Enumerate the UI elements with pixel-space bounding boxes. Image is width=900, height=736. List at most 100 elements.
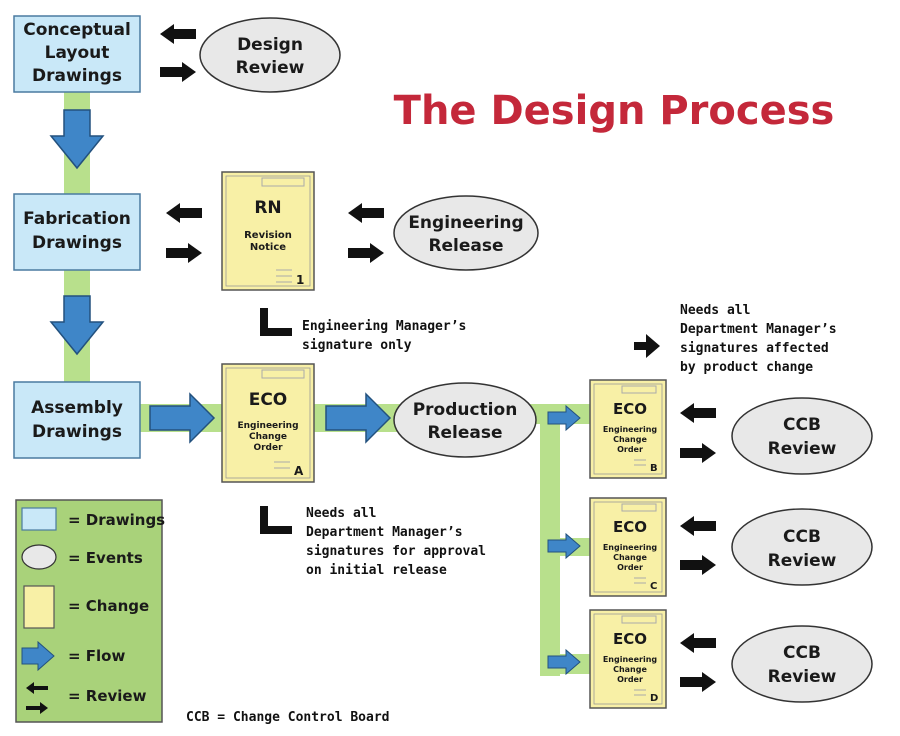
note-line: Needs all bbox=[680, 303, 750, 318]
event-label: Review bbox=[768, 439, 837, 459]
note-line: Needs all bbox=[306, 506, 376, 521]
review-arrow-left-icon bbox=[160, 24, 196, 44]
doc-tag: D bbox=[650, 693, 658, 704]
doc-tag: B bbox=[650, 463, 658, 474]
drawing-label: Drawings bbox=[32, 422, 122, 442]
doc-subtitle: Order bbox=[617, 445, 643, 454]
legend: = Drawings = Events = Change = Flow = Re… bbox=[15, 499, 165, 723]
legend-change-swatch bbox=[23, 585, 55, 629]
note-line: Engineering Manager’s bbox=[302, 319, 466, 334]
note-line: on initial release bbox=[306, 563, 447, 578]
note-line: signature only bbox=[302, 338, 412, 353]
drawing-label: Conceptual bbox=[23, 20, 131, 40]
review-arrow-right-icon bbox=[680, 672, 716, 692]
bend-arrow-icon bbox=[260, 308, 292, 336]
note-line: Department Manager’s bbox=[306, 525, 463, 540]
doc-title: ECO bbox=[613, 400, 647, 418]
note-line: signatures affected bbox=[680, 341, 829, 356]
drawing-label: Fabrication bbox=[23, 209, 131, 229]
drawing-label: Drawings bbox=[32, 66, 122, 86]
doc-tag: C bbox=[650, 581, 657, 592]
doc-title: RN bbox=[254, 198, 281, 218]
doc-subtitle: Order bbox=[617, 675, 643, 684]
legend-label: = Change bbox=[68, 597, 149, 615]
doc-subtitle: Order bbox=[617, 563, 643, 572]
flow-down-arrow-icon bbox=[50, 109, 104, 169]
legend-review-right-icon bbox=[26, 702, 48, 714]
event-label: CCB bbox=[783, 527, 821, 547]
doc-subtitle: Change bbox=[613, 665, 647, 674]
flow-right-arrow-icon bbox=[149, 393, 215, 443]
doc-subtitle: Engineering bbox=[603, 425, 658, 434]
event-ccb-review-c: CCB Review bbox=[731, 508, 873, 586]
review-arrow-right-icon bbox=[680, 443, 716, 463]
note-line: Department Manager’s bbox=[680, 322, 837, 337]
footnote: CCB = Change Control Board bbox=[186, 710, 390, 725]
event-label: Review bbox=[768, 667, 837, 687]
legend-review-left-icon bbox=[26, 682, 48, 694]
legend-label: = Review bbox=[68, 687, 147, 705]
bend-up-arrow-icon bbox=[626, 334, 660, 366]
note-line: by product change bbox=[680, 360, 813, 375]
doc-subtitle: Revision bbox=[244, 230, 292, 241]
legend-flow-icon bbox=[21, 640, 55, 672]
doc-title: ECO bbox=[613, 518, 647, 536]
event-label: CCB bbox=[783, 415, 821, 435]
drawing-fabrication: Fabrication Drawings bbox=[13, 193, 141, 271]
review-arrow-right-icon bbox=[166, 243, 202, 263]
review-arrow-left-icon bbox=[680, 633, 716, 653]
bend-arrow-icon bbox=[260, 506, 292, 534]
event-label: Engineering bbox=[408, 213, 523, 233]
event-label: Release bbox=[428, 236, 503, 256]
doc-eco-a: ECO Engineering Change Order A bbox=[221, 363, 315, 483]
event-label: Review bbox=[768, 551, 837, 571]
page-title: The Design Process bbox=[394, 88, 835, 134]
review-arrow-left-icon bbox=[680, 516, 716, 536]
doc-subtitle: Engineering bbox=[603, 655, 658, 664]
legend-drawing-swatch bbox=[21, 507, 57, 531]
legend-event-swatch bbox=[21, 544, 57, 570]
doc-subtitle: Engineering bbox=[237, 421, 298, 431]
legend-label: = Flow bbox=[68, 647, 125, 665]
flow-right-arrow-icon bbox=[325, 393, 391, 443]
drawing-assembly: Assembly Drawings bbox=[13, 381, 141, 459]
doc-subtitle: Engineering bbox=[603, 543, 658, 552]
drawing-label: Assembly bbox=[31, 398, 123, 418]
event-label: Production bbox=[413, 400, 518, 420]
review-arrow-right-icon bbox=[160, 62, 196, 82]
doc-title: ECO bbox=[249, 390, 288, 410]
doc-subtitle: Order bbox=[253, 443, 283, 453]
event-production-release: Production Release bbox=[393, 382, 537, 458]
drawing-conceptual-layout: Conceptual Layout Drawings bbox=[13, 15, 141, 93]
review-arrow-left-icon bbox=[348, 203, 384, 223]
event-label: Design bbox=[237, 35, 303, 55]
doc-subtitle: Notice bbox=[250, 242, 286, 253]
legend-label: = Events bbox=[68, 549, 143, 567]
event-label: CCB bbox=[783, 643, 821, 663]
doc-eco-b: ECO Engineering Change Order B bbox=[589, 379, 667, 479]
doc-eco-c: ECO Engineering Change Order C bbox=[589, 497, 667, 597]
legend-label: = Drawings bbox=[68, 511, 165, 529]
review-arrow-right-icon bbox=[348, 243, 384, 263]
doc-tag: 1 bbox=[296, 273, 304, 287]
doc-eco-d: ECO Engineering Change Order D bbox=[589, 609, 667, 709]
drawing-label: Drawings bbox=[32, 233, 122, 253]
doc-revision-notice: RN Revision Notice 1 bbox=[221, 171, 315, 291]
event-ccb-review-d: CCB Review bbox=[731, 625, 873, 703]
doc-subtitle: Change bbox=[613, 435, 647, 444]
event-label: Review bbox=[236, 58, 305, 78]
review-arrow-left-icon bbox=[680, 403, 716, 423]
doc-subtitle: Change bbox=[613, 553, 647, 562]
note-line: signatures for approval bbox=[306, 544, 486, 559]
drawing-label: Layout bbox=[45, 43, 110, 63]
doc-tag: A bbox=[294, 464, 304, 478]
event-ccb-review-b: CCB Review bbox=[731, 397, 873, 475]
review-arrow-left-icon bbox=[166, 203, 202, 223]
doc-title: ECO bbox=[613, 630, 647, 648]
event-engineering-release: Engineering Release bbox=[393, 195, 539, 271]
event-label: Release bbox=[427, 423, 502, 443]
review-arrow-right-icon bbox=[680, 555, 716, 575]
flow-down-arrow-icon bbox=[50, 295, 104, 355]
event-design-review: Design Review bbox=[199, 17, 341, 93]
